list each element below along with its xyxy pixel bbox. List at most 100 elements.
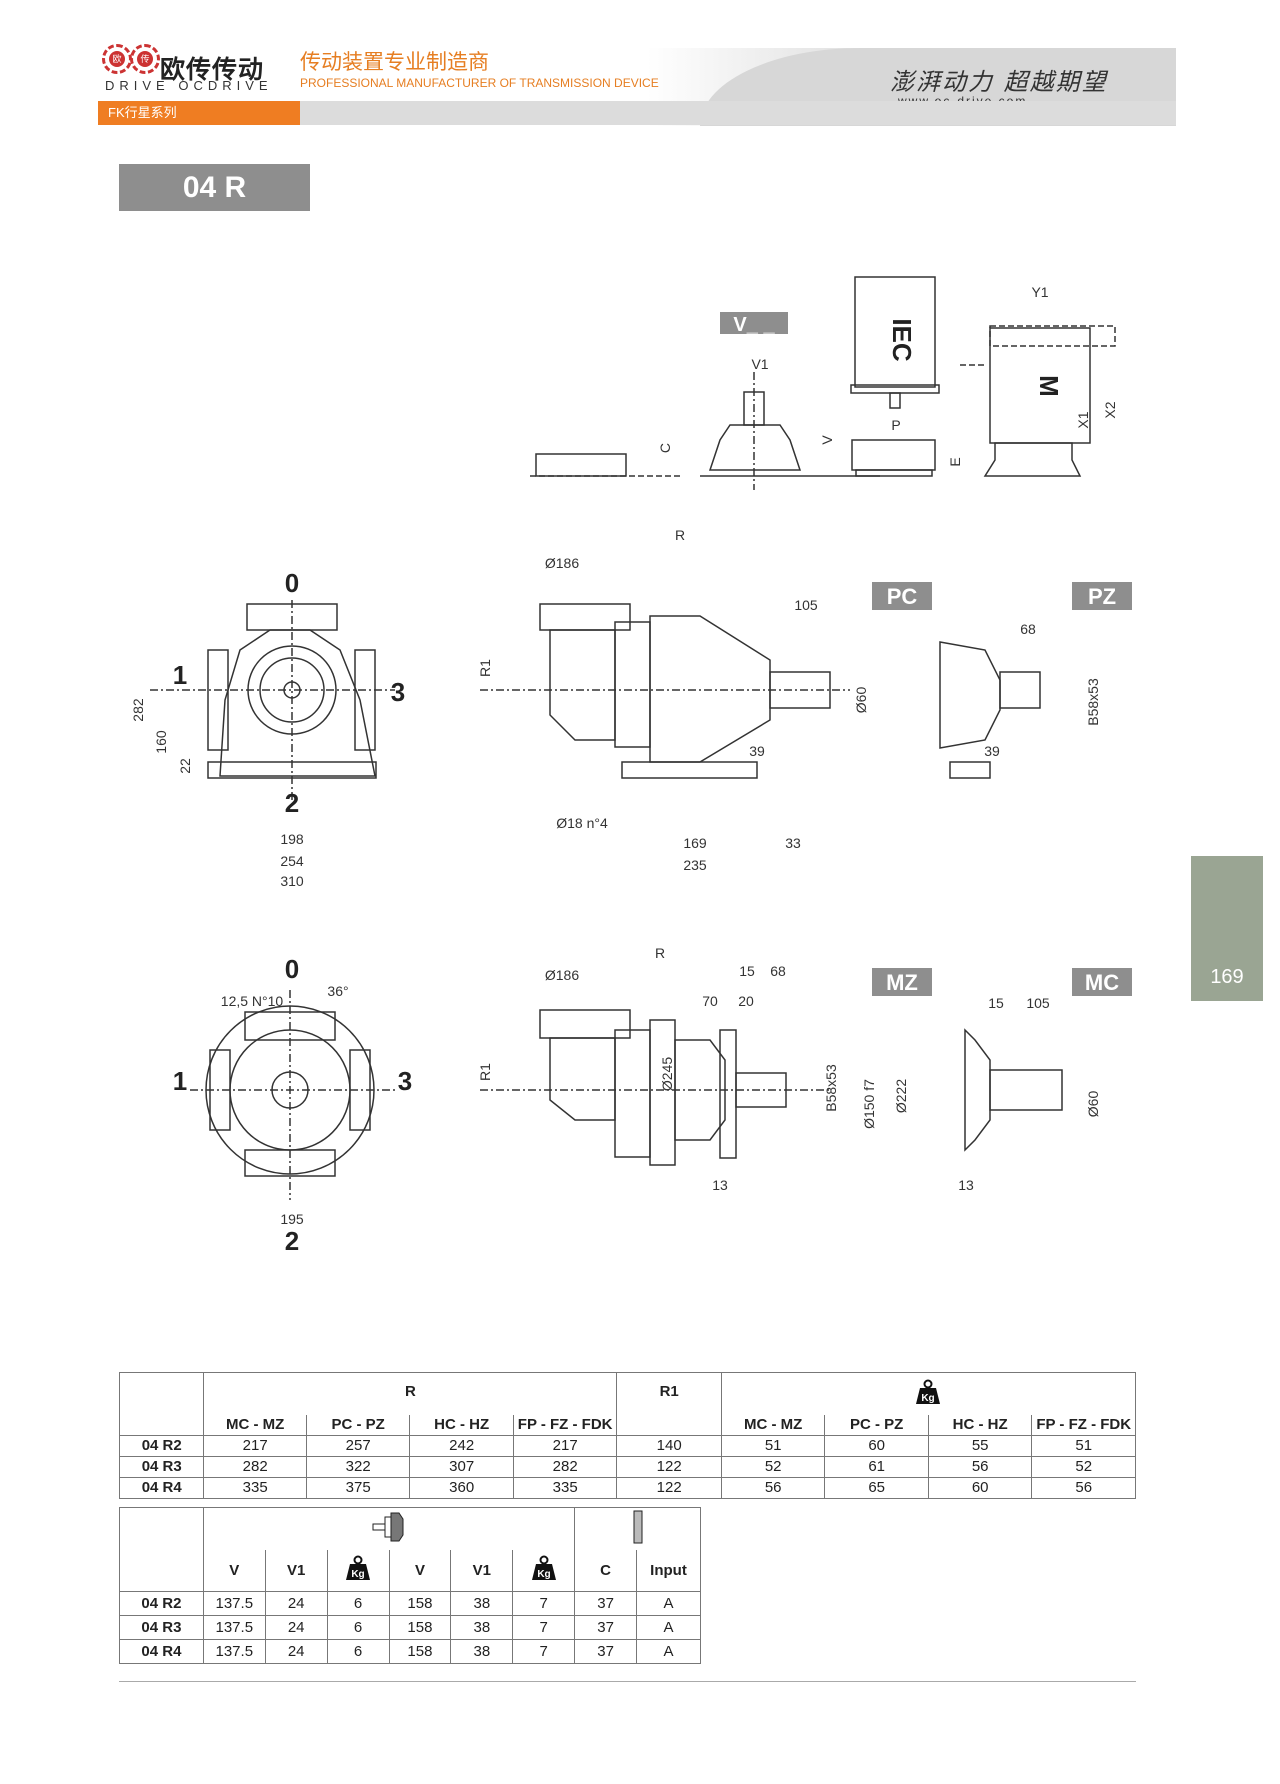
dim-39: 39: [749, 743, 765, 759]
kg-label: Kg: [351, 1569, 364, 1580]
dim-169: 169: [683, 835, 707, 851]
kg-label: Kg: [922, 1393, 935, 1404]
row-label: 04 R3: [118, 1455, 205, 1478]
row-label: 04 R3: [119, 1615, 204, 1640]
series-label: FK行星系列: [98, 101, 300, 125]
m-label: M: [1034, 375, 1064, 397]
cell: 60: [824, 1434, 929, 1457]
cell: 37: [574, 1591, 638, 1616]
cell: 60: [927, 1476, 1033, 1499]
dim-15-b: 15: [988, 995, 1004, 1011]
pz-label-box: [1072, 582, 1132, 610]
cell: 24: [264, 1591, 328, 1616]
dim-39b: 39: [984, 743, 1000, 759]
input-adapter-table: V V1 Kg V V1 Kg C Input 04 R2 137.5 24 6…: [119, 1507, 701, 1664]
header-input: Input: [636, 1549, 701, 1592]
corner-cell: [118, 1372, 205, 1435]
dim-p: P: [891, 417, 900, 433]
dim-60: Ø60: [853, 687, 869, 714]
cell: 56: [927, 1455, 1033, 1478]
adapter-v-shape: [708, 424, 802, 471]
technical-drawing: V_ _ PC PZ MZ MC IEC M 0 1 2 3 0 1 2 3 V…: [130, 276, 1132, 1256]
pz-label: PZ: [1088, 584, 1116, 609]
cell: 7: [512, 1615, 576, 1640]
dim-20: 20: [738, 993, 754, 1009]
cell: 282: [203, 1455, 307, 1478]
dim-12-5: 12,5 N°10: [221, 993, 284, 1009]
dim-186: Ø186: [545, 555, 579, 571]
cell: 158: [388, 1615, 452, 1640]
cell: A: [636, 1591, 701, 1616]
dim-r: R: [675, 527, 685, 543]
cell: 56: [1031, 1476, 1136, 1499]
cell: 307: [409, 1455, 514, 1478]
cell: 217: [512, 1434, 618, 1457]
cell: A: [636, 1615, 701, 1640]
cell: 24: [264, 1615, 328, 1640]
iec-motor-body: [854, 276, 936, 388]
pc-label-box: [872, 582, 932, 610]
dim-r-b: R: [655, 945, 665, 961]
header-rule: [300, 101, 1176, 125]
dim-r1: R1: [477, 659, 493, 677]
weight-icon: Kg: [916, 1379, 941, 1404]
cell: 37: [574, 1639, 638, 1664]
cell: 52: [720, 1455, 826, 1478]
dim-33: 33: [785, 835, 801, 851]
cell: 282: [512, 1455, 618, 1478]
page-number: 169: [1210, 966, 1244, 988]
page-tab: 169: [1191, 856, 1263, 1001]
position-2-label: 2: [285, 788, 299, 818]
header-v: V: [202, 1549, 266, 1592]
pc-label: PC: [887, 584, 918, 609]
dim-15: 15: [739, 963, 755, 979]
position-1-label: 1: [173, 660, 187, 690]
corner-cell: [119, 1507, 204, 1550]
iec-label: IEC: [887, 318, 917, 362]
row-label: 04 R4: [119, 1639, 204, 1664]
row-label: 04 R2: [119, 1591, 204, 1616]
kg-subheader-fp-fz-fdk: FP - FZ - FDK: [1031, 1414, 1136, 1436]
cell: 6: [326, 1591, 390, 1616]
tagline: 传动装置专业制造商: [300, 50, 489, 74]
cell: 217: [203, 1434, 307, 1457]
cell: 65: [824, 1476, 929, 1499]
motor-flange: [851, 439, 936, 471]
dim-186-b: Ø186: [545, 967, 579, 983]
cell: 6: [326, 1615, 390, 1640]
dimensions-table: R R1 Kg MC - MZ PC - PZ HC - HZ FP - FZ …: [118, 1372, 1137, 1499]
header-v1: V1: [264, 1549, 328, 1592]
dim-310: 310: [280, 873, 304, 889]
position-2-label-b: 2: [285, 1226, 299, 1256]
dim-18: Ø18 n°4: [556, 815, 608, 831]
cell: 322: [305, 1455, 411, 1478]
subheader-hc-hz: HC - HZ: [409, 1414, 514, 1436]
logo-gear-icon: 传: [130, 44, 160, 74]
cell: 55: [927, 1434, 1033, 1457]
dim-v: V: [819, 435, 835, 445]
cell: 51: [720, 1434, 826, 1457]
dim-282: 282: [130, 698, 146, 722]
kg-label: Kg: [537, 1569, 550, 1580]
kg-subheader-hc-hz: HC - HZ: [927, 1414, 1033, 1436]
header-weight: Kg: [720, 1372, 1137, 1415]
dim-105-b: 105: [1026, 995, 1050, 1011]
dim-105: 105: [794, 597, 818, 613]
cell: 6: [326, 1639, 390, 1664]
mz-label: MZ: [886, 970, 918, 995]
header-c: C: [574, 1549, 638, 1592]
cell: 38: [450, 1591, 514, 1616]
shaft-icon: [633, 1510, 643, 1544]
header-r: R: [203, 1372, 618, 1415]
position-1-label-b: 1: [173, 1066, 187, 1096]
weight-icon: Kg: [531, 1555, 556, 1581]
cell: 335: [512, 1476, 618, 1499]
cell: 242: [409, 1434, 514, 1457]
table-row: 04 R2 217 257 242 217 140 51 60 55 51: [118, 1434, 1136, 1457]
mc-label-box: [1072, 968, 1132, 996]
subheader-fp-fz-fdk: FP - FZ - FDK: [512, 1414, 618, 1436]
dim-254: 254: [280, 853, 304, 869]
cell: 158: [388, 1591, 452, 1616]
cell: 37: [574, 1615, 638, 1640]
kg-subheader-mc-mz: MC - MZ: [720, 1414, 826, 1436]
